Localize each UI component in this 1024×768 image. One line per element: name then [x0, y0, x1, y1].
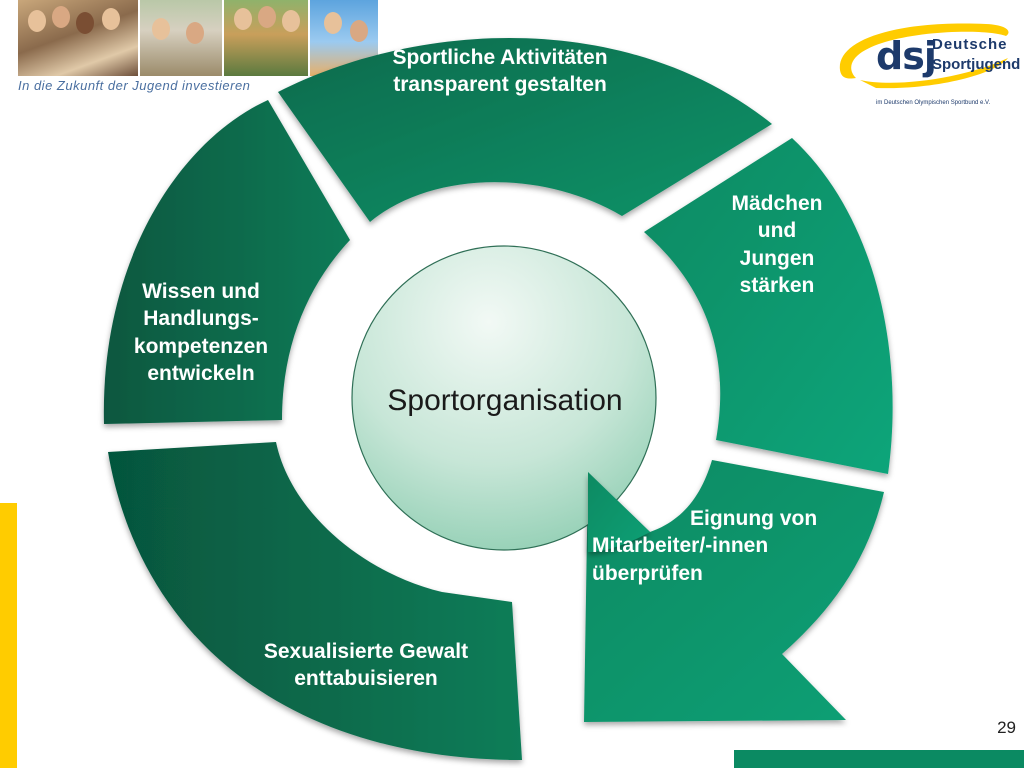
label-right-segment: Mädchen und Jungen stärken: [731, 192, 823, 297]
label-arrow-line: Mitarbeiter/-innen: [592, 534, 769, 558]
label-top-segment: Sportliche Aktivitäten transparent gesta…: [392, 46, 608, 97]
arrow-head-overlap: [588, 472, 650, 552]
yellow-accent-bar: [0, 503, 17, 768]
logo-line-sportjugend: Sportjugend: [932, 56, 1020, 73]
page-number: 29: [997, 718, 1016, 737]
segment-left: [103, 100, 350, 424]
segment-arrow: [584, 460, 884, 722]
center-circle: [351, 245, 657, 551]
logo-swoosh-icon: [839, 23, 1009, 89]
label-arrow-line: überprüfen: [592, 561, 703, 585]
header-photo-strip: [18, 0, 378, 76]
segment-top: [278, 38, 772, 222]
header-tagline: In die Zukunft der Jugend investieren: [18, 78, 251, 93]
segment-bottom: [108, 442, 522, 760]
photo-runners: [224, 0, 308, 76]
photo-youth-group: [18, 0, 138, 76]
logo-subline: im Deutschen Olympischen Sportbund e.V.: [876, 100, 991, 106]
center-label: Sportorganisation: [387, 384, 623, 417]
label-bottom-segment: Sexualisierte Gewalt enttabuisieren: [263, 640, 469, 691]
logo-jugend-word: jugend: [971, 56, 1021, 73]
logo-sport-word: Sport: [932, 56, 972, 73]
photo-classroom: [140, 0, 222, 76]
green-accent-bar: [734, 750, 1024, 768]
dsj-logo: dsj Deutsche Sportjugend im Deutschen Ol…: [836, 14, 1020, 106]
logo-line-deutsche: Deutsche: [932, 36, 1008, 53]
label-left-segment: Wissen und Handlungs- kompetenzen entwic…: [133, 280, 269, 385]
label-arrow-line: Eignung von: [690, 507, 818, 530]
logo-mark: dsj: [876, 34, 937, 78]
segment-right: [644, 138, 893, 474]
